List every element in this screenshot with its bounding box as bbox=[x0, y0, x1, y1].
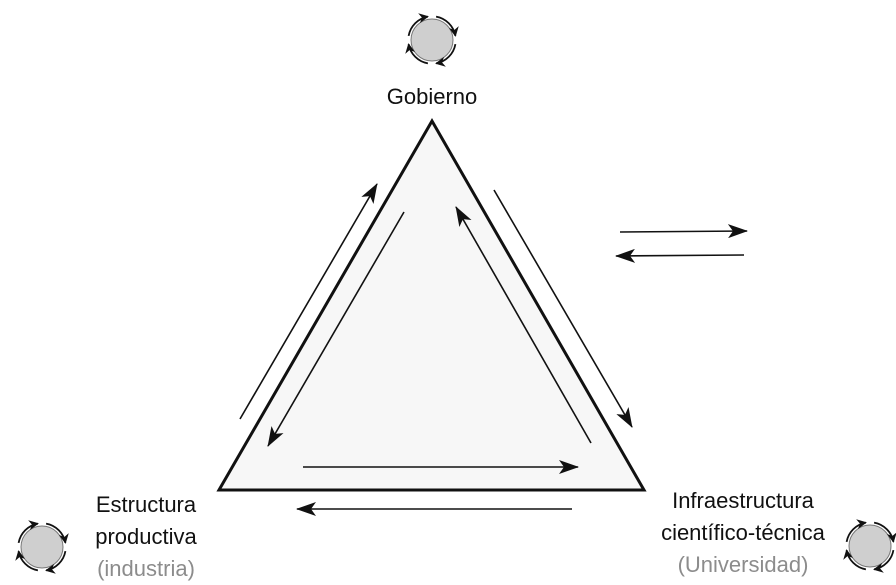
label-industry-line3: (industria) bbox=[97, 556, 195, 581]
arrow-university-to-government bbox=[455, 206, 592, 444]
label-industry-line1: Estructura bbox=[96, 492, 197, 517]
label-government: Gobierno bbox=[387, 84, 478, 109]
label-university-line3: (Universidad) bbox=[678, 552, 809, 577]
arrow-industry-to-government bbox=[239, 183, 378, 420]
main-triangle bbox=[216, 117, 647, 492]
cycle-arrows-icon bbox=[15, 520, 69, 574]
arrow-government-to-university bbox=[493, 189, 633, 428]
cycle-arrows-icon bbox=[843, 519, 896, 573]
cycle-arrows-icon bbox=[405, 13, 459, 67]
arrow-government-to-industry bbox=[267, 211, 405, 447]
label-university-line1: Infraestructura bbox=[672, 488, 815, 513]
exchange-arrow-left bbox=[615, 248, 745, 263]
exchange-arrow-right bbox=[619, 224, 748, 239]
label-university-line2: científico-técnica bbox=[661, 520, 826, 545]
label-industry-line2: productiva bbox=[95, 524, 197, 549]
